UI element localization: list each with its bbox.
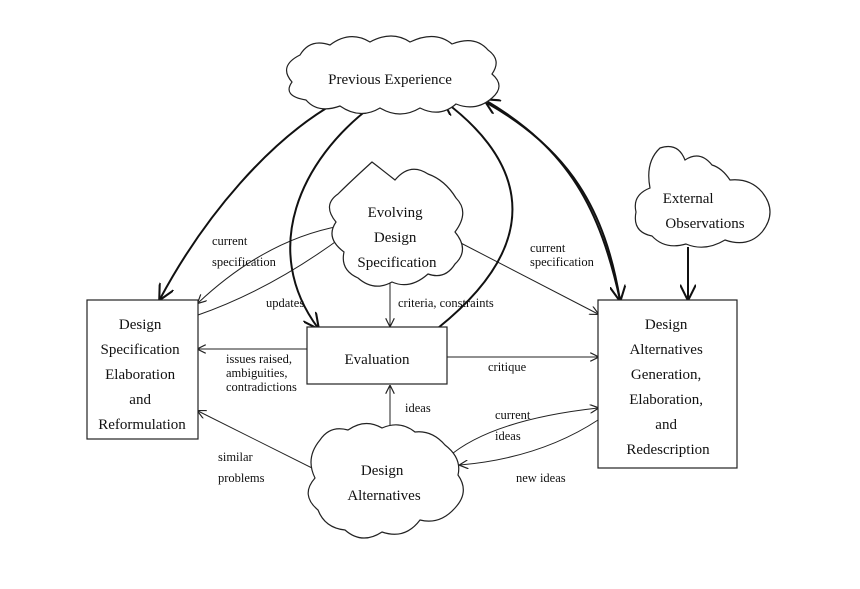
edge-label-ideas: ideas <box>405 401 431 415</box>
evaluation-label: Evaluation <box>345 352 410 368</box>
edge-alternatives-to-altgen <box>446 408 598 459</box>
design-alternatives-cloud <box>307 422 464 539</box>
edge-label-issues: issues raised, ambiguities, contradictio… <box>226 352 297 394</box>
design-alt-gen-label: Design Alternatives Generation, Elaborat… <box>626 317 710 458</box>
edge-label-current-ideas: current ideas <box>495 408 534 443</box>
edge-evolving-to-altgen <box>454 239 598 314</box>
edge-label-criteria: criteria, constraints <box>398 296 494 310</box>
edge-experience-to-spec <box>160 102 336 299</box>
edge-experience-to-evaluation <box>289 105 373 328</box>
edge-altgen-to-alternatives <box>460 419 599 465</box>
design-spec-box <box>86 299 199 440</box>
edge-label-critique: critique <box>488 360 527 374</box>
edge-altgen-to-experience <box>485 100 621 301</box>
edge-label-similar-problems: similar problems <box>218 450 265 485</box>
design-alternatives-label: Design Alternatives <box>347 463 420 504</box>
design-alt-gen-box <box>597 299 738 469</box>
external-observations-label: External Observations <box>663 191 745 232</box>
previous-experience-cloud <box>285 35 500 115</box>
edge-evolving-to-spec <box>198 225 341 303</box>
edge-label-updates: updates <box>266 296 304 310</box>
external-observations-cloud <box>634 145 771 248</box>
edge-evaluation-to-experience <box>437 101 514 329</box>
previous-experience-label: Previous Experience <box>328 72 452 88</box>
edge-label-current-spec-right: current specification <box>530 241 595 269</box>
evolving-spec-label: Evolving Design Specification <box>357 205 437 271</box>
edge-spec-to-evolving <box>197 237 342 316</box>
evaluation-box <box>306 326 448 385</box>
evolving-spec-cloud <box>328 161 464 287</box>
design-spec-label: Design Specification Elaboration and Ref… <box>98 317 186 433</box>
edge-experience-to-altgen <box>486 102 620 300</box>
edge-label-new-ideas: new ideas <box>516 471 566 485</box>
edge-label-current-spec-left: current specification <box>212 234 277 269</box>
